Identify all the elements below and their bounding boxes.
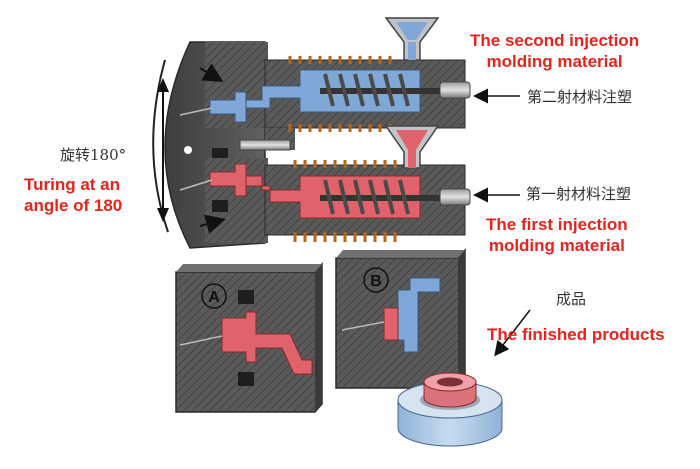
mold-b-letter: B bbox=[370, 273, 382, 290]
second-material-cn-label: 第二射材料注塑 bbox=[527, 88, 633, 106]
finished-product bbox=[397, 372, 503, 447]
mold-a-letter: A bbox=[208, 289, 220, 306]
finished-cn-label: 成品 bbox=[556, 290, 587, 308]
rotation-en-label: Turing at an angle of 180 bbox=[24, 175, 123, 215]
finished-en-label: The finished products bbox=[487, 325, 665, 344]
first-shot-barrel bbox=[239, 125, 471, 242]
second-material-en-label: The second injection molding material bbox=[470, 31, 640, 71]
rotation-cn-label: 旋转180° bbox=[60, 146, 127, 164]
finished-pointer-arrow bbox=[494, 309, 531, 357]
first-material-en-label: The first injection molding material bbox=[486, 215, 628, 255]
first-material-cn-label: 第一射材料注塑 bbox=[526, 185, 632, 203]
mold-block-a: A bbox=[175, 262, 323, 413]
second-shot-barrel bbox=[245, 17, 471, 150]
mold-block-b: B bbox=[335, 248, 466, 389]
